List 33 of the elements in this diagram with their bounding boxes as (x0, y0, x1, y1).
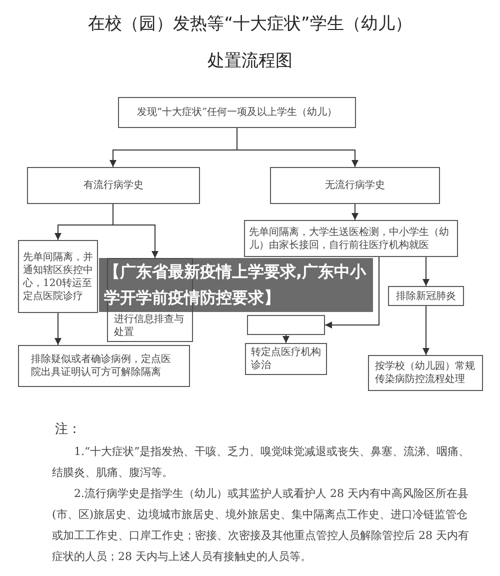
process-box (118, 97, 356, 128)
arrow (282, 334, 290, 344)
box-text: 发现“十大症状”任何一项及以上学生（幼儿） (136, 106, 338, 119)
process-box (388, 286, 464, 306)
empty-box (247, 315, 325, 335)
note-heading: 注： (55, 421, 81, 439)
process-box (244, 220, 458, 257)
diagram-title: 在校（园）发热等“十大症状”学生（幼儿）处置流程图 (87, 13, 413, 73)
box-text: 排除新冠肺炎 (395, 290, 457, 302)
arrow (54, 312, 62, 346)
note-text: 1.“十大症状”是指发热、干咳、乏力、嗅觉味觉减退或丧失、鼻塞、流涕、咽痛、结膜炎、肌痛、腹泻等。 (52, 444, 471, 481)
arrow (236, 128, 358, 168)
process-box (270, 167, 440, 204)
box-text: 进行信息排查与处置 (114, 313, 185, 339)
box-text: 转定点医疗机构诊治 (251, 346, 321, 372)
arrow (352, 204, 358, 220)
arrow (422, 306, 430, 356)
box-text: 先单间隔离，大学生送医检测，中小学生（幼儿）由家长接回，自行前往医疗机构就医 (249, 226, 450, 252)
box-text: 先单间隔离，并通知辖区疾控中心，120转运至定点医院诊疗 (23, 250, 93, 302)
process-box (245, 343, 327, 375)
note-text: 2.流行病学史是指学生（幼儿）或其监护人或看护人 28 天内有中高风险区所在县(市、区)旅居史、边境城市旅居史、境外旅居史、集中隔离点工作史、进口冷链监管仓或加工工作史、口岸工作史；密接、次密接及其他重点管控人员解除管控后 28 天内有症状的人员；28 天内与上述人员有接触史的人员等。 (52, 486, 470, 565)
arrow (324, 256, 380, 328)
arrow (422, 256, 430, 286)
process-box (18, 345, 190, 387)
arrow (112, 204, 158, 258)
box-text: 无流行病学史 (324, 179, 386, 192)
process-box (368, 355, 483, 391)
box-text: 按学校（幼儿园）常规传染病防控流程处理 (375, 360, 476, 386)
box-text: 排除疑似或者确诊病例，定点医院出具证明认可方可解除隔离 (31, 353, 172, 379)
banner-toast: 【广东省最新疫情上学要求,广东中小学开学前疫情防控要求】 (99, 258, 373, 312)
box-text: 有流行病学史 (82, 179, 144, 192)
process-box (27, 167, 200, 204)
process-box (18, 240, 98, 313)
